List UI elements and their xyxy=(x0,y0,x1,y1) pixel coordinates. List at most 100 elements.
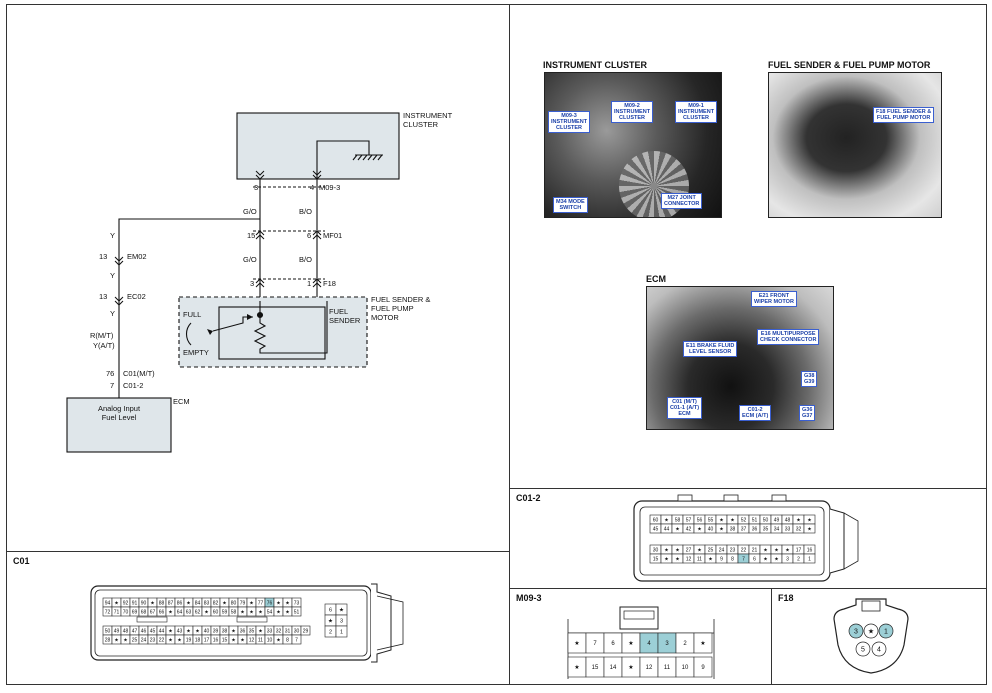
c012-pin-label: 25 xyxy=(708,547,714,553)
cluster-label-1: M09-2 INSTRUMENT CLUSTER xyxy=(611,101,654,123)
c012-pin-label: 6 xyxy=(753,556,756,562)
c01-pin-label: 28 xyxy=(105,637,111,643)
c012-pin-label: ★ xyxy=(796,517,801,523)
c01-pin-label: 17 xyxy=(204,637,210,643)
fuel-photo: F18 FUEL SENDER & FUEL PUMP MOTOR xyxy=(768,72,942,218)
c012-pin-label: 17 xyxy=(796,547,802,553)
c01-pin-label: 59 xyxy=(222,609,228,615)
c01-pin-label: 67 xyxy=(150,609,156,615)
c012-pin-label: ★ xyxy=(697,547,702,553)
cluster-label-0: M09-3 INSTRUMENT CLUSTER xyxy=(548,111,591,133)
c01-pin-label: 82 xyxy=(213,600,219,606)
c012-pin-label: ★ xyxy=(719,517,724,523)
c01-pin-label: ★ xyxy=(186,600,191,606)
c01-side-pin-label: ★ xyxy=(328,617,333,624)
c01-pin-label: 60 xyxy=(213,609,219,615)
c01-pin-label: ★ xyxy=(276,600,281,606)
c01-pin-label: 66 xyxy=(159,609,165,615)
c01-pin-label: ★ xyxy=(195,628,200,634)
cluster-label-4: M27 JOINT CONNECTOR xyxy=(661,193,703,209)
f18-pin-label: 4 xyxy=(877,647,881,654)
c01-pin-label: ★ xyxy=(114,600,119,606)
ecm-label-0: E21 FRONT WIPER MOTOR xyxy=(751,291,797,307)
c01-side-pin-label: 1 xyxy=(340,629,343,635)
c01-side-pin xyxy=(335,625,348,638)
c01-pin-label: 71 xyxy=(114,609,120,615)
m093-title: M09-3 xyxy=(516,593,542,603)
c012-pin-label: ★ xyxy=(664,556,669,562)
c01-pin xyxy=(300,625,311,636)
c01-pin-label: ★ xyxy=(249,600,254,606)
c01-pin-label: ★ xyxy=(150,600,155,606)
c01-pin-label: ★ xyxy=(123,637,128,643)
c01-pin-label: 76 xyxy=(106,369,115,378)
c012-pin-label: 49 xyxy=(774,517,780,523)
c01-side-pin-label: 6 xyxy=(329,607,332,613)
c012-pin-label: 16 xyxy=(807,547,813,553)
m093-pin-label: ★ xyxy=(628,640,633,647)
c01-pin-label: ★ xyxy=(168,637,173,643)
c01-pin-label: 64 xyxy=(177,609,183,615)
ecm-label-2: E11 BRAKE FLUID LEVEL SENSOR xyxy=(683,341,738,357)
m093-pin-label: 10 xyxy=(682,665,689,671)
c01-pin-label: 47 xyxy=(132,628,138,634)
wire-y-label-3: Y xyxy=(110,309,116,318)
c012-pin-label: ★ xyxy=(719,526,724,532)
m093-pin-label: ★ xyxy=(700,640,705,647)
c012-pin-label: 58 xyxy=(675,517,681,523)
c01-pin-label: ★ xyxy=(285,600,290,606)
wire-bo-label: B/O xyxy=(299,207,312,216)
c012-pin-label: ★ xyxy=(708,556,713,562)
c012-pin-label: ★ xyxy=(785,547,790,553)
c01-pin-label: 30 xyxy=(294,628,300,634)
c01-pin-label: 92 xyxy=(123,600,129,606)
ecm-label-6: G36 G37 xyxy=(799,405,816,421)
c012-pin-label: 38 xyxy=(730,526,736,532)
f18-pin-label: 3 xyxy=(854,629,858,636)
c012-pin-label: 11 xyxy=(697,556,702,562)
ecm-box-label: Analog Input Fuel Level xyxy=(97,404,141,422)
c012-pin-label: 22 xyxy=(741,547,747,553)
ecm-photo: E21 FRONT WIPER MOTOR E16 MULTIPURPOSE C… xyxy=(646,286,834,430)
c01-pin-label: 90 xyxy=(141,600,147,606)
c01-pin-label: 62 xyxy=(195,609,201,615)
c01-pin-label: 25 xyxy=(132,637,138,643)
m093-pin-label: 9 xyxy=(701,665,705,671)
c012-title: C01-2 xyxy=(516,493,541,503)
wiring-schematic xyxy=(66,112,400,453)
wire-yat-label: Y(A/T) xyxy=(93,341,115,350)
c012-pin-label: 42 xyxy=(686,526,692,532)
c012-pin-label: 12 xyxy=(686,556,692,562)
c01-pin xyxy=(291,606,302,617)
c01-pin-label: 72 xyxy=(105,609,111,615)
mf01-label: MF01 xyxy=(323,231,343,240)
c01-pin-label: 19 xyxy=(186,637,192,643)
c01-pin-label: 24 xyxy=(141,637,147,643)
c01-pin xyxy=(291,634,302,645)
c01-pin-label: ★ xyxy=(240,609,245,615)
ecm-label-5: C01-2 ECM (A/T) xyxy=(739,405,772,421)
c01-pin-label: ★ xyxy=(249,609,254,615)
f18-pin xyxy=(871,641,887,657)
instrument-cluster-box xyxy=(236,112,400,180)
c01-pin-label: ★ xyxy=(114,637,119,643)
c012-pin-label: 44 xyxy=(664,526,670,532)
c012-pin-label: ★ xyxy=(763,547,768,553)
instrument-cluster-label: INSTRUMENT CLUSTER xyxy=(403,111,453,129)
wire-rmt-label: R(M/T) xyxy=(90,331,114,340)
c012-pin-label: 57 xyxy=(686,517,692,523)
c01-pin-label: 22 xyxy=(159,637,165,643)
ecm-label-4: C01 (M/T) C01-1 (A/T) ECM xyxy=(667,397,703,419)
c01-pin-label: 91 xyxy=(132,600,138,606)
ec02-label: EC02 xyxy=(127,292,146,301)
m093-pin-label: 14 xyxy=(610,665,617,671)
c01-pin-label: ★ xyxy=(222,600,227,606)
fuel-photo-title: FUEL SENDER & FUEL PUMP MOTOR xyxy=(768,60,931,70)
c01-pin-label: ★ xyxy=(258,609,263,615)
c01-pin-label: 63 xyxy=(186,609,192,615)
m093-pin-label: 6 xyxy=(611,641,615,647)
cluster-photo: M09-3 INSTRUMENT CLUSTER M09-2 INSTRUMEN… xyxy=(544,72,722,218)
